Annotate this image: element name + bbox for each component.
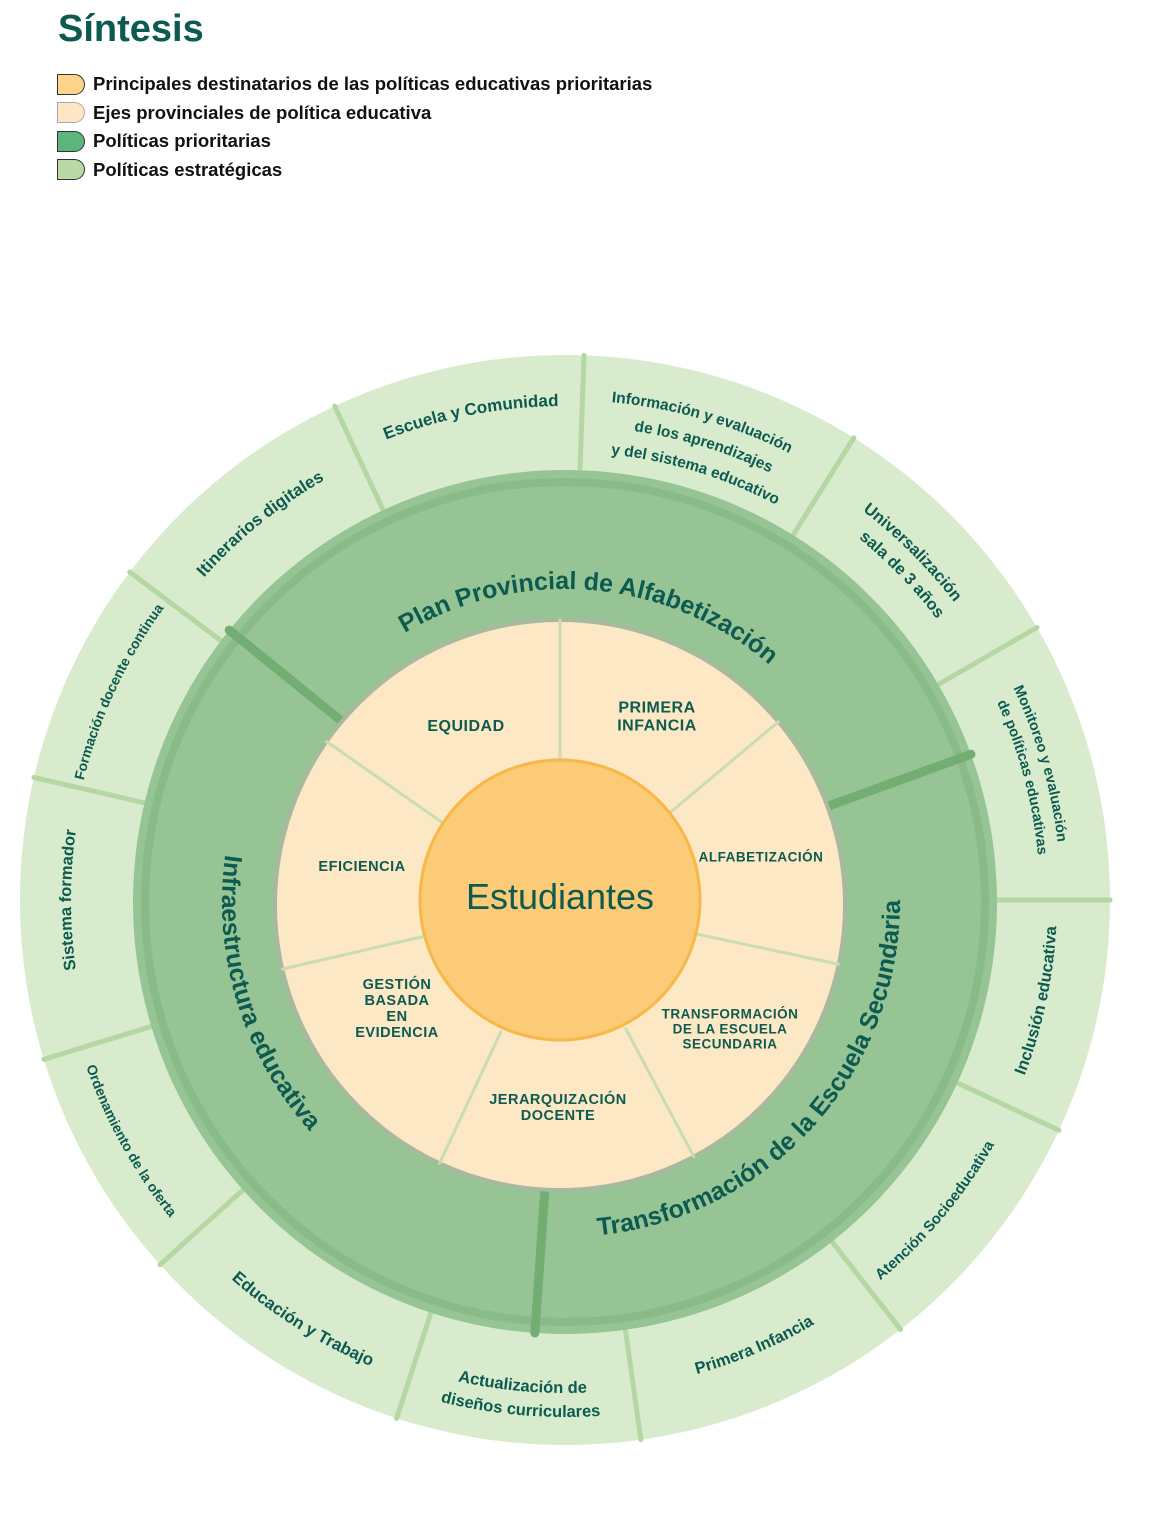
legend-swatch xyxy=(57,159,85,181)
legend-swatch xyxy=(57,73,85,95)
outer-divider xyxy=(157,1186,247,1268)
legend-label: Ejes provinciales de política educativa xyxy=(93,101,432,123)
legend-item-ejes: Ejes provinciales de política educativa xyxy=(57,99,652,128)
outer-divider xyxy=(41,1023,155,1062)
legend-label: Políticas estratégicas xyxy=(93,158,283,180)
eje-eficiencia: EFICIENCIA xyxy=(318,859,406,876)
eje-equidad: EQUIDAD xyxy=(427,718,505,736)
estrategica-sistema-formador-text: Sistema formador xyxy=(57,828,80,972)
legend-label: Principales destinatarios de las polític… xyxy=(93,73,653,95)
outer-divider xyxy=(394,1308,435,1421)
legend-item-prioritarias: Políticas prioritarias xyxy=(57,127,652,156)
legend: Principales destinatarios de las polític… xyxy=(57,70,652,184)
estrategica-sistema-formador: Sistema formador xyxy=(57,828,80,972)
outer-divider xyxy=(954,1080,1062,1133)
legend-label: Políticas prioritarias xyxy=(93,130,271,152)
eje-transformacion-secundaria: TRANSFORMACIÓN DE LA ESCUELA SECUNDARIA xyxy=(661,1006,799,1052)
eje-divider xyxy=(280,934,426,971)
ring-divider xyxy=(826,749,976,810)
middle-ring-dividers xyxy=(224,625,976,1338)
eje-divider xyxy=(665,720,780,817)
eje-divider xyxy=(695,932,841,966)
outer-divider xyxy=(332,403,385,511)
legend-swatch xyxy=(57,130,85,152)
outer-divider xyxy=(791,435,857,537)
outer-divider xyxy=(31,774,147,806)
inner-ring-dividers xyxy=(280,618,841,1165)
outer-divider xyxy=(577,352,587,471)
outer-divider xyxy=(828,1237,904,1332)
eje-divider xyxy=(438,1030,503,1165)
eje-alfabetizacion: ALFABETIZACIÓN xyxy=(698,849,824,865)
ring-divider xyxy=(224,625,350,729)
center-circle-estudiantes xyxy=(418,758,702,1042)
legend-item-estrategicas: Políticas estratégicas xyxy=(57,156,652,185)
eje-primera-infancia: PRIMERA INFANCIA xyxy=(617,699,697,734)
outer-ring-dividers xyxy=(31,352,1113,1443)
outer-divider xyxy=(127,569,223,643)
eje-divider xyxy=(624,1027,696,1159)
eje-divider xyxy=(325,740,447,827)
middle-ring-edge xyxy=(141,478,989,1326)
eje-jerarquizacion-docente: JERARQUIZACIÓN DOCENTE xyxy=(489,1092,627,1124)
eje-gestion-evidencia: GESTIÓN BASADA EN EVIDENCIA xyxy=(355,977,439,1041)
outer-divider xyxy=(622,1325,644,1443)
legend-item-destinatarios: Principales destinatarios de las polític… xyxy=(57,70,652,99)
outer-divider xyxy=(936,625,1040,687)
legend-swatch xyxy=(57,102,85,124)
ring-divider xyxy=(530,1179,550,1338)
center-label: Estudiantes xyxy=(465,876,655,917)
page-title: Síntesis xyxy=(58,8,204,50)
